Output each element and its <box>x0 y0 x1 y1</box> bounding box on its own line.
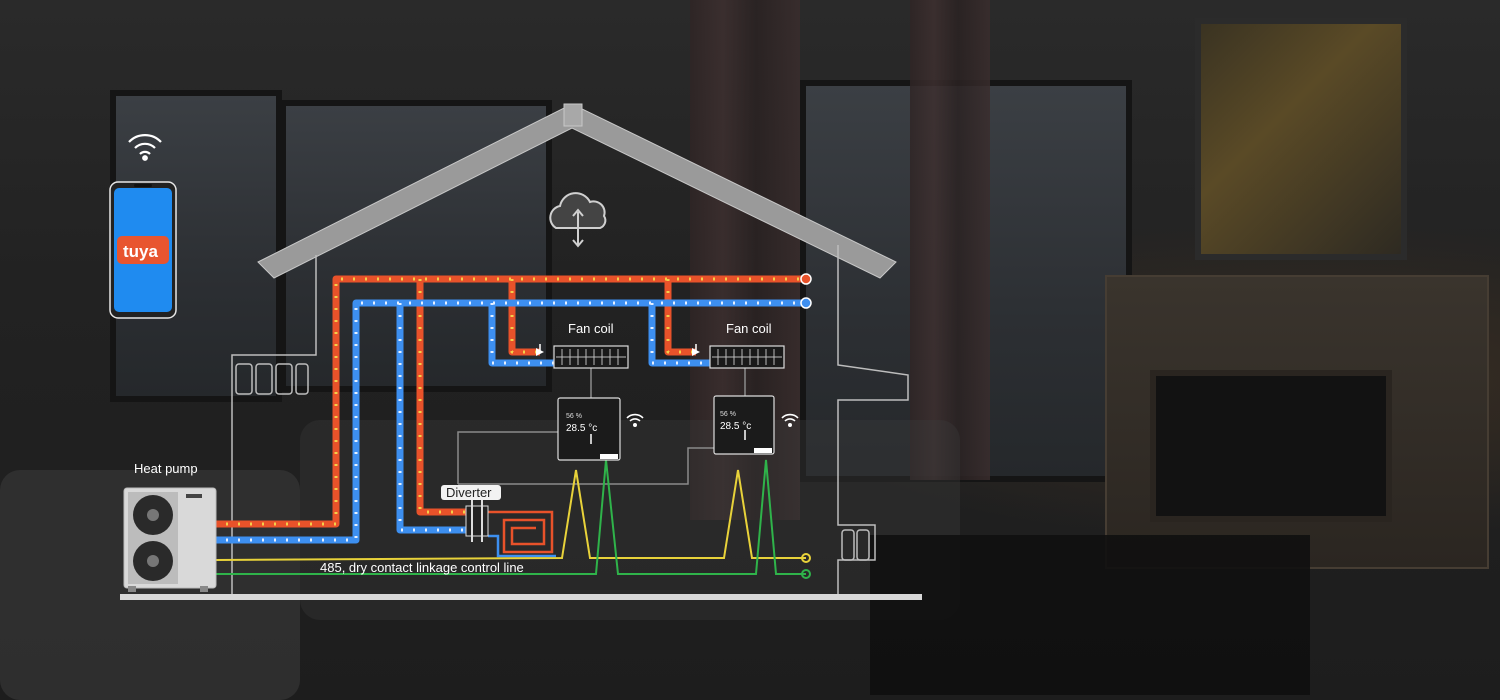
thermostat-2-humidity: 56 % <box>720 411 736 418</box>
heat-pump-label: Heat pump <box>134 461 198 476</box>
fireplace-firebox <box>1150 370 1392 522</box>
painting <box>1195 18 1407 260</box>
cloud-icon <box>549 192 607 248</box>
fan-coil-1-label: Fan coil <box>568 321 614 336</box>
heat-pump-unit <box>123 487 217 592</box>
thermostat-wiring <box>457 368 746 485</box>
fan-coil-1 <box>536 344 629 369</box>
diverter-manifold <box>465 500 489 542</box>
thermostat-1-humidity: 56 % <box>566 413 582 420</box>
tuya-app-label: tuya <box>123 242 159 261</box>
fan-coil-2-label: Fan coil <box>726 321 772 336</box>
floor-heating-coil <box>488 510 556 558</box>
control-line-label: 485, dry contact linkage control line <box>320 560 524 575</box>
cold-water-pipes <box>214 299 804 544</box>
linkage-control-lines <box>215 459 806 575</box>
wifi-icon <box>781 413 799 428</box>
phone: tuya <box>109 181 177 319</box>
thermostat-1-temperature: 28.5 °c <box>566 423 597 434</box>
coffee-table <box>870 535 1310 695</box>
thermostat-2: 56 % 28.5 °c <box>713 395 775 455</box>
fan-coil-2 <box>692 344 785 369</box>
sofa-center <box>300 420 960 620</box>
diverter-label: Diverter <box>446 485 492 500</box>
house-floor <box>120 594 922 600</box>
hot-pipe-end <box>800 273 812 285</box>
cold-pipe-end <box>800 297 812 309</box>
green-line-end <box>801 569 811 579</box>
curtain-right <box>910 0 990 480</box>
diverter-label-box <box>441 485 501 500</box>
door-right <box>841 529 870 561</box>
wifi-icon <box>128 134 162 161</box>
wifi-icon <box>626 413 644 428</box>
hot-water-pipes <box>214 275 804 528</box>
window-frames-left <box>235 363 309 395</box>
thermostat-1: 56 % 28.5 °c <box>557 397 621 461</box>
yellow-line-end <box>801 553 811 563</box>
tuya-app-badge[interactable] <box>117 236 169 264</box>
house-walls <box>231 245 909 595</box>
house-roof <box>257 103 897 279</box>
thermostat-2-temperature: 28.5 °c <box>720 421 751 432</box>
